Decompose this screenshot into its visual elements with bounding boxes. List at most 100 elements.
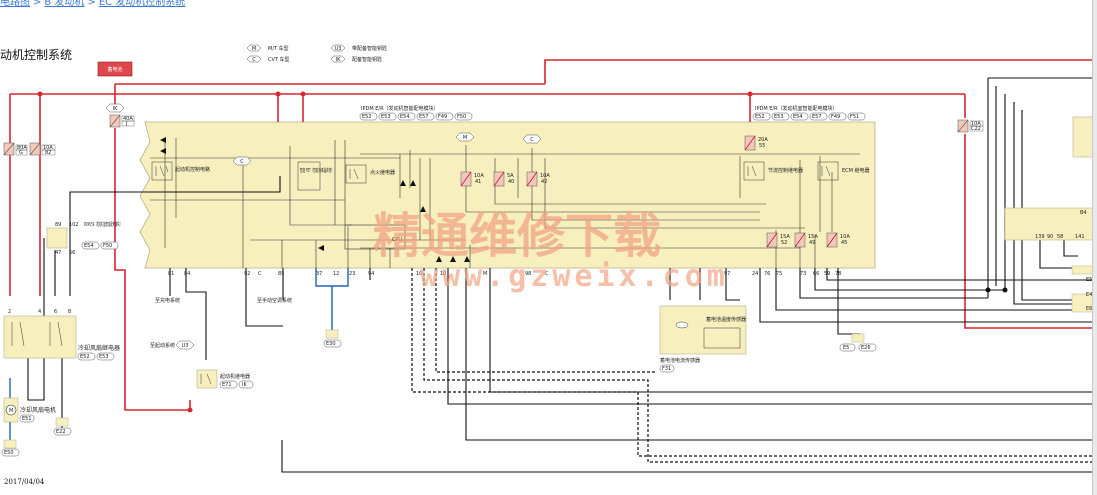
svg-text:E50: E50 bbox=[4, 450, 14, 456]
svg-text:F31: F31 bbox=[662, 366, 671, 372]
svg-text:E52: E52 bbox=[755, 114, 765, 120]
legend: M M/T 车型 C CVT 车型 U3 带配备智能钥匙 IK 配备智能钥匙 bbox=[246, 44, 387, 63]
svg-text:M: M bbox=[252, 46, 256, 52]
svg-text:12: 12 bbox=[333, 271, 339, 277]
svg-text:配备智能钥匙: 配备智能钥匙 bbox=[352, 56, 382, 63]
ground-e5-e26: E5 E26 bbox=[839, 333, 877, 352]
svg-text:42: 42 bbox=[541, 179, 547, 185]
breadcrumb-engine-control[interactable]: EC 发动机控制系统 bbox=[98, 0, 186, 8]
svg-text:5A: 5A bbox=[507, 173, 514, 179]
svg-text:E4: E4 bbox=[1086, 292, 1092, 298]
fuse-10a-c22: 10A C22 bbox=[957, 119, 984, 133]
svg-text:10A: 10A bbox=[474, 173, 484, 179]
mt-marker: M bbox=[455, 132, 475, 142]
svg-text:E5: E5 bbox=[843, 345, 849, 351]
ground-e22: E22 bbox=[53, 417, 72, 436]
black-junction-dots bbox=[985, 287, 1008, 293]
svg-text:10A: 10A bbox=[840, 234, 850, 240]
svg-text:15A: 15A bbox=[808, 234, 818, 240]
svg-text:45: 45 bbox=[841, 240, 847, 246]
svg-text:10: 10 bbox=[416, 271, 422, 277]
svg-text:81: 81 bbox=[168, 271, 174, 277]
svg-text:23: 23 bbox=[349, 271, 355, 277]
inner-fuse-10a-41: 10A 41 bbox=[460, 171, 484, 187]
breadcrumb-wiring-diagram[interactable]: 电路图 bbox=[0, 0, 30, 8]
svg-text:82: 82 bbox=[45, 150, 51, 156]
starter-control-relay: 起动机控制电路 bbox=[151, 161, 210, 181]
diode-symbols bbox=[160, 137, 470, 262]
svg-text:J: J bbox=[125, 121, 127, 127]
svg-text:20A: 20A bbox=[758, 137, 768, 143]
right-edge-connectors: E5 E4 E6 bbox=[1071, 265, 1097, 313]
breadcrumb-separator: > bbox=[33, 0, 42, 8]
svg-text:起动机继电器: 起动机继电器 bbox=[220, 373, 250, 380]
ground-e50: E50 bbox=[1, 439, 20, 457]
svg-text:66: 66 bbox=[813, 271, 819, 277]
ik-option-marker: IK bbox=[105, 103, 125, 113]
fuse-40a: 40A J bbox=[109, 114, 135, 128]
svg-text:40: 40 bbox=[508, 179, 514, 185]
cooling-fan-motor: M 冷却风扇电机 E51 bbox=[3, 397, 56, 423]
svg-text:C: C bbox=[545, 271, 549, 277]
svg-text:40A: 40A bbox=[123, 116, 133, 122]
inner-fuse-15a-49: 15A 49 bbox=[794, 232, 818, 248]
watermark-url: www.gzweix.com bbox=[420, 259, 729, 294]
svg-text:E71: E71 bbox=[222, 382, 232, 388]
breadcrumb: 电路图>B 发动机>EC 发动机控制系统 bbox=[0, 0, 185, 10]
svg-text:15A: 15A bbox=[780, 234, 790, 240]
svg-text:起动机控制电路: 起动机控制电路 bbox=[175, 166, 210, 173]
svg-text:139: 139 bbox=[1035, 234, 1045, 240]
vertical-scrollbar[interactable] bbox=[1092, 0, 1097, 495]
svg-text:E53: E53 bbox=[99, 354, 109, 360]
svg-text:78: 78 bbox=[835, 271, 841, 277]
breadcrumb-engine[interactable]: B 发动机 bbox=[44, 0, 85, 8]
svg-text:C: C bbox=[240, 159, 244, 165]
svg-text:E6: E6 bbox=[1086, 306, 1092, 312]
svg-text:E57: E57 bbox=[812, 114, 822, 120]
svg-text:6: 6 bbox=[54, 309, 57, 315]
svg-text:带配备智能钥匙: 带配备智能钥匙 bbox=[352, 45, 387, 52]
svg-text:E5: E5 bbox=[1086, 277, 1092, 283]
svg-text:冷却风扇电机: 冷却风扇电机 bbox=[20, 406, 56, 414]
svg-text:冷却风扇继电器: 冷却风扇继电器 bbox=[78, 344, 120, 352]
svg-text:E52: E52 bbox=[362, 114, 372, 120]
starter-relay: 起动机继电器 E71 IK bbox=[196, 369, 254, 389]
breadcrumb-separator: > bbox=[87, 0, 96, 8]
svg-text:E51: E51 bbox=[22, 416, 32, 422]
battery-current-sensor: 蓄电池温度传感器 蓄电池电流传感器 F31 bbox=[659, 305, 747, 373]
svg-text:47: 47 bbox=[55, 250, 61, 256]
svg-text:E54: E54 bbox=[84, 243, 94, 249]
svg-text:C22: C22 bbox=[971, 126, 981, 132]
svg-text:M: M bbox=[483, 271, 487, 277]
svg-text:8: 8 bbox=[68, 309, 71, 315]
svg-text:85: 85 bbox=[278, 271, 284, 277]
svg-text:49: 49 bbox=[809, 240, 815, 246]
ground-e30: E30 bbox=[323, 329, 342, 348]
svg-text:E22: E22 bbox=[56, 429, 66, 435]
svg-text:52: 52 bbox=[781, 240, 787, 246]
svg-text:C: C bbox=[258, 271, 262, 277]
svg-text:蓄电池电流传感器: 蓄电池电流传感器 bbox=[660, 357, 700, 364]
shielded-wires bbox=[411, 268, 1093, 463]
ipdm-right-connectors: E52 E53 E54 E57 F49 F51 bbox=[752, 112, 866, 121]
svg-text:E54: E54 bbox=[793, 114, 803, 120]
svg-text:76: 76 bbox=[764, 271, 770, 277]
svg-text:CPU: CPU bbox=[392, 237, 403, 243]
svg-text:CVT 车型: CVT 车型 bbox=[268, 56, 290, 63]
svg-text:M: M bbox=[463, 135, 467, 141]
svg-text:E53: E53 bbox=[381, 114, 391, 120]
cvt-marker: C bbox=[232, 156, 252, 166]
svg-text:F51: F51 bbox=[850, 114, 859, 120]
svg-text:E30: E30 bbox=[326, 341, 336, 347]
svg-text:37: 37 bbox=[316, 271, 322, 277]
svg-text:75: 75 bbox=[776, 271, 782, 277]
cooling-fan-relay: 2 4 6 8 冷却风扇继电器 E52 E53 bbox=[3, 309, 120, 361]
svg-text:10: 10 bbox=[440, 271, 446, 277]
red-junction-dots bbox=[37, 91, 753, 413]
svg-text:M/T 车型: M/T 车型 bbox=[268, 45, 289, 52]
svg-text:2: 2 bbox=[8, 309, 11, 315]
throttle-control-relay: 节流控制继电器 bbox=[743, 161, 803, 181]
ipdm-small-box: 89 102 47 56 IPDM E/R（发动机室智能配电模块） E54 F5… bbox=[46, 221, 122, 256]
svg-text:智能 FET（智能功率晶体管）: 智能 FET（智能功率晶体管） bbox=[300, 167, 334, 174]
